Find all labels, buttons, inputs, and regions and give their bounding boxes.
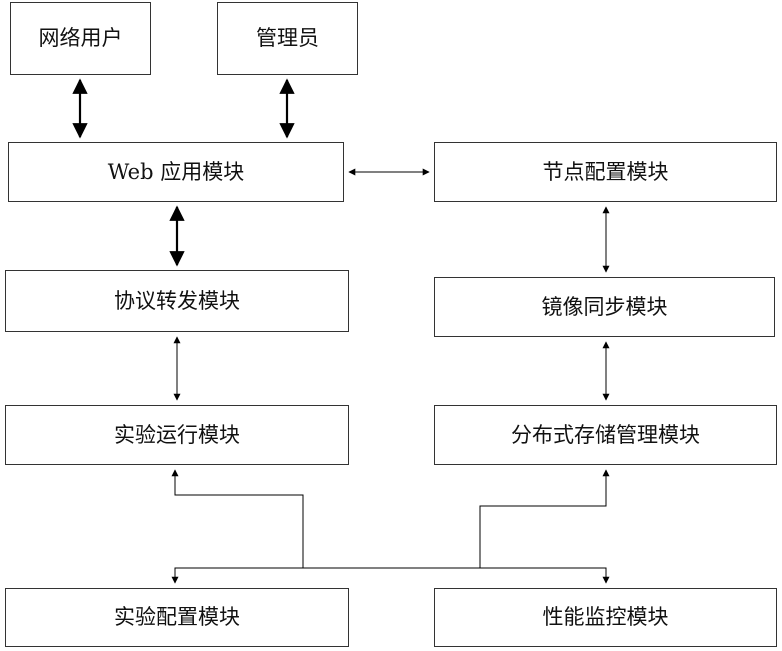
web-user-label: 网络用户 (39, 28, 123, 49)
protocol-forward-label: 协议转发模块 (114, 291, 240, 312)
distributed-storage-module: 分布式存储管理模块 (434, 405, 777, 465)
web-app-module: Web 应用模块 (8, 142, 344, 202)
connector-run-config-bracket (175, 470, 303, 583)
experiment-config-label: 实验配置模块 (114, 607, 240, 628)
web-user-node: 网络用户 (10, 2, 151, 75)
node-config-label: 节点配置模块 (543, 162, 669, 183)
admin-node: 管理员 (217, 2, 358, 75)
experiment-run-label: 实验运行模块 (114, 425, 240, 446)
experiment-run-module: 实验运行模块 (5, 405, 349, 465)
mirror-sync-module: 镜像同步模块 (434, 277, 775, 337)
performance-monitor-label: 性能监控模块 (543, 607, 669, 628)
web-app-label: Web 应用模块 (108, 162, 244, 183)
performance-monitor-module: 性能监控模块 (434, 588, 777, 647)
experiment-config-module: 实验配置模块 (5, 588, 349, 647)
distributed-storage-label: 分布式存储管理模块 (511, 425, 700, 446)
admin-label: 管理员 (256, 28, 319, 49)
connector-storage-perf-bracket (480, 470, 606, 583)
mirror-sync-label: 镜像同步模块 (542, 297, 668, 318)
protocol-forward-module: 协议转发模块 (5, 270, 349, 332)
node-config-module: 节点配置模块 (434, 142, 777, 202)
